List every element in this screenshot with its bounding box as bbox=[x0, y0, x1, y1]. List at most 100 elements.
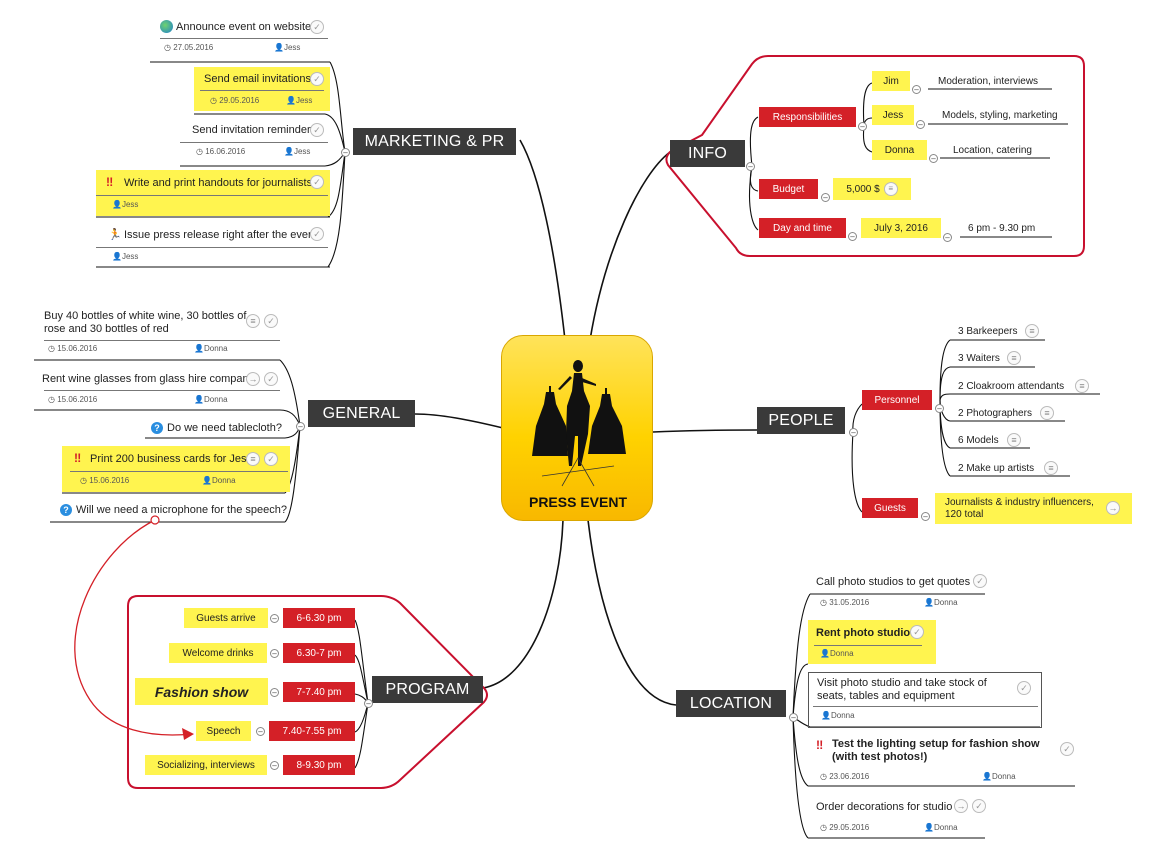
notes-icon[interactable]: ≡ bbox=[1025, 324, 1039, 338]
collapse-toggle[interactable]: – bbox=[912, 85, 921, 94]
clock-icon: ◷ bbox=[48, 395, 55, 404]
collapse-toggle[interactable]: – bbox=[858, 122, 867, 131]
collapse-toggle[interactable]: – bbox=[821, 193, 830, 202]
branch-people[interactable]: PEOPLE bbox=[757, 407, 845, 434]
responsible-donna[interactable]: Donna bbox=[872, 140, 927, 160]
checkmark-icon[interactable]: ✓ bbox=[264, 314, 278, 328]
collapse-toggle[interactable]: – bbox=[935, 404, 944, 413]
collapse-toggle[interactable]: – bbox=[848, 232, 857, 241]
duty-donna[interactable]: Location, catering bbox=[953, 145, 1032, 156]
checkmark-icon[interactable]: ✓ bbox=[1017, 681, 1031, 695]
question-tablecloth[interactable]: ? Do we need tablecloth? bbox=[145, 420, 295, 438]
collapse-toggle[interactable]: – bbox=[921, 512, 930, 521]
arrow-right-icon[interactable]: → bbox=[954, 799, 968, 813]
guests-description[interactable]: Journalists & industry influencers, 120 … bbox=[935, 493, 1132, 524]
personnel-cloakroom[interactable]: 2 Cloakroom attendants bbox=[958, 381, 1065, 392]
program-item-guests-arrive[interactable]: Guests arrive bbox=[184, 608, 268, 628]
checkmark-icon[interactable]: ✓ bbox=[264, 452, 278, 466]
checkmark-icon[interactable]: ✓ bbox=[973, 574, 987, 588]
task-print-business-cards[interactable]: ‼ Print 200 business cards for Jess ≡ ✓ … bbox=[62, 446, 290, 492]
notes-icon[interactable]: ≡ bbox=[1007, 351, 1021, 365]
task-visit-photo-studio[interactable]: Visit photo studio and take stock of sea… bbox=[808, 672, 1042, 728]
branch-program[interactable]: PROGRAM bbox=[372, 676, 483, 703]
checkmark-icon[interactable]: ✓ bbox=[264, 372, 278, 386]
arrow-right-icon[interactable]: → bbox=[1106, 501, 1120, 515]
checkmark-icon[interactable]: ✓ bbox=[310, 123, 324, 137]
notes-icon[interactable]: ≡ bbox=[246, 452, 260, 466]
collapse-toggle-general[interactable]: – bbox=[296, 422, 305, 431]
task-announce-website[interactable]: Announce event on website ✓ ◷ 27.05.2016… bbox=[150, 16, 330, 62]
checkmark-icon[interactable]: ✓ bbox=[310, 20, 324, 34]
personnel-waiters[interactable]: 3 Waiters bbox=[958, 353, 1000, 364]
program-item-fashion-show[interactable]: Fashion show bbox=[135, 678, 268, 705]
personnel-models[interactable]: 6 Models bbox=[958, 435, 999, 446]
info-budget[interactable]: Budget bbox=[759, 179, 818, 199]
collapse-toggle-info[interactable]: – bbox=[746, 162, 755, 171]
responsible-jim[interactable]: Jim bbox=[872, 71, 910, 91]
collapse-toggle[interactable]: – bbox=[916, 120, 925, 129]
personnel-photographers[interactable]: 2 Photographers bbox=[958, 408, 1032, 419]
branch-info[interactable]: INFO bbox=[670, 140, 745, 167]
notes-icon[interactable]: ≡ bbox=[883, 182, 898, 196]
task-test-lighting[interactable]: ‼ Test the lighting setup for fashion sh… bbox=[808, 734, 1078, 788]
checkmark-icon[interactable]: ✓ bbox=[310, 175, 324, 189]
people-guests[interactable]: Guests bbox=[862, 498, 918, 518]
info-day-and-time[interactable]: Day and time bbox=[759, 218, 846, 238]
program-item-socializing[interactable]: Socializing, interviews bbox=[145, 755, 267, 775]
task-issue-press-release[interactable]: 🏃 Issue press release right after the ev… bbox=[96, 222, 330, 267]
people-personnel[interactable]: Personnel bbox=[862, 390, 932, 410]
branch-general[interactable]: GENERAL bbox=[308, 400, 415, 427]
task-buy-wine[interactable]: Buy 40 bottles of white wine, 30 bottles… bbox=[34, 306, 284, 360]
checkmark-icon[interactable]: ✓ bbox=[1060, 742, 1074, 756]
branch-marketing-pr[interactable]: MARKETING & PR bbox=[353, 128, 516, 155]
info-responsibilities[interactable]: Responsibilities bbox=[759, 107, 856, 127]
collapse-toggle-program[interactable]: – bbox=[364, 699, 373, 708]
task-send-email-invitations[interactable]: Send email invitations ✓ ◷ 29.05.2016 👤J… bbox=[194, 67, 330, 111]
collapse-toggle[interactable]: – bbox=[270, 649, 279, 658]
notes-icon[interactable]: ≡ bbox=[1044, 461, 1058, 475]
program-item-welcome-drinks[interactable]: Welcome drinks bbox=[169, 643, 267, 663]
event-time[interactable]: 6 pm - 9.30 pm bbox=[968, 223, 1036, 234]
task-call-photo-studios[interactable]: Call photo studios to get quotes ✓ ◷ 31.… bbox=[810, 570, 988, 614]
duty-jim[interactable]: Moderation, interviews bbox=[938, 76, 1039, 87]
notes-icon[interactable]: ≡ bbox=[246, 314, 260, 328]
task-order-decorations[interactable]: Order decorations for studio → ✓ ◷ 29.05… bbox=[808, 795, 988, 839]
task-write-handouts[interactable]: ‼ Write and print handouts for journalis… bbox=[96, 170, 330, 216]
program-time-speech[interactable]: 7.40-7.55 pm bbox=[269, 721, 355, 741]
collapse-toggle[interactable]: – bbox=[929, 154, 938, 163]
branch-location[interactable]: LOCATION bbox=[676, 690, 786, 717]
budget-value[interactable]: 5,000 $ ≡ bbox=[833, 178, 911, 200]
task-rent-glasses[interactable]: Rent wine glasses from glass hire compan… bbox=[34, 366, 284, 410]
notes-icon[interactable]: ≡ bbox=[1007, 433, 1021, 447]
checkmark-icon[interactable]: ✓ bbox=[310, 72, 324, 86]
checkmark-icon[interactable]: ✓ bbox=[310, 227, 324, 241]
program-time-guests-arrive[interactable]: 6-6.30 pm bbox=[283, 608, 355, 628]
collapse-toggle[interactable]: – bbox=[270, 761, 279, 770]
arrow-right-icon[interactable]: → bbox=[246, 372, 260, 386]
collapse-toggle-marketing[interactable]: – bbox=[341, 148, 350, 157]
notes-icon[interactable]: ≡ bbox=[1040, 406, 1054, 420]
notes-icon[interactable]: ≡ bbox=[1075, 379, 1089, 393]
program-time-welcome-drinks[interactable]: 6.30-7 pm bbox=[283, 643, 355, 663]
event-date[interactable]: July 3, 2016 bbox=[861, 218, 941, 238]
collapse-toggle[interactable]: – bbox=[943, 233, 952, 242]
checkmark-icon[interactable]: ✓ bbox=[972, 799, 986, 813]
collapse-toggle[interactable]: – bbox=[270, 614, 279, 623]
central-topic[interactable]: PRESS EVENT bbox=[501, 335, 653, 521]
task-label: Issue press release right after the even… bbox=[124, 229, 318, 241]
question-microphone[interactable]: ? Will we need a microphone for the spee… bbox=[50, 502, 290, 520]
collapse-toggle[interactable]: – bbox=[256, 727, 265, 736]
duty-jess[interactable]: Models, styling, marketing bbox=[942, 110, 1058, 121]
task-send-invitation-reminder[interactable]: Send invitation reminder ✓ ◷ 16.06.2016 … bbox=[180, 118, 330, 166]
personnel-make-up-artists[interactable]: 2 Make up artists bbox=[958, 463, 1035, 474]
program-item-speech[interactable]: Speech bbox=[196, 721, 251, 741]
checkmark-icon[interactable]: ✓ bbox=[910, 625, 924, 639]
collapse-toggle-location[interactable]: – bbox=[789, 713, 798, 722]
responsible-jess[interactable]: Jess bbox=[872, 105, 914, 125]
personnel-barkeepers[interactable]: 3 Barkeepers bbox=[958, 326, 1018, 337]
task-rent-photo-studio[interactable]: Rent photo studio ✓ 👤Donna bbox=[808, 620, 936, 664]
program-time-fashion-show[interactable]: 7-7.40 pm bbox=[283, 682, 355, 702]
collapse-toggle[interactable]: – bbox=[270, 688, 279, 697]
program-time-socializing[interactable]: 8-9.30 pm bbox=[283, 755, 355, 775]
collapse-toggle-people[interactable]: – bbox=[849, 428, 858, 437]
